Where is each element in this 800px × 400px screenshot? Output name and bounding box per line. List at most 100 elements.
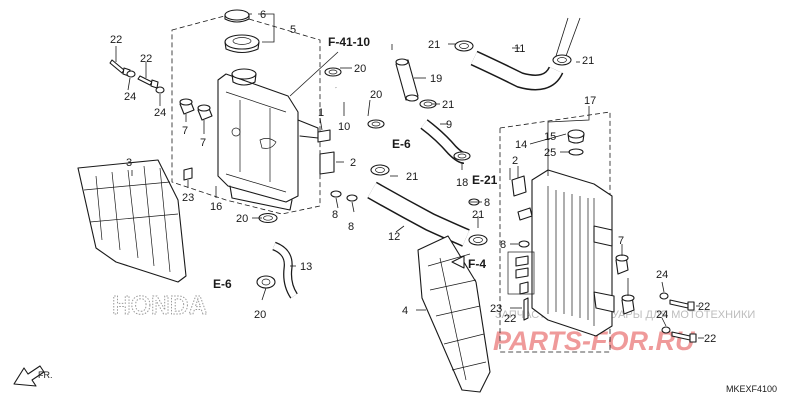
label-7-b: 7 bbox=[200, 137, 206, 149]
ref-e6-upper: E-6 bbox=[392, 137, 411, 151]
label-6: 6 bbox=[260, 9, 266, 21]
reserve-tank-16 bbox=[217, 68, 319, 211]
honda-watermark: HONDA bbox=[112, 290, 208, 320]
label-21-d: 21 bbox=[582, 55, 594, 67]
bolt-22-right-a bbox=[669, 299, 695, 311]
label-15: 15 bbox=[544, 131, 556, 143]
clip-23-a bbox=[515, 255, 529, 267]
ref-f4-box bbox=[507, 251, 535, 295]
clip-21-hose12-top bbox=[370, 164, 390, 176]
label-4: 4 bbox=[402, 305, 408, 317]
side-cover-3 bbox=[77, 159, 187, 283]
clip-20-mid bbox=[367, 119, 385, 129]
washer-8-b bbox=[346, 194, 358, 202]
label-21-c: 21 bbox=[442, 99, 454, 111]
label-7-a: 7 bbox=[182, 125, 188, 137]
label-25: 25 bbox=[544, 147, 556, 159]
label-2-a: 2 bbox=[350, 157, 356, 169]
clip-23-tank bbox=[183, 167, 193, 181]
cap-6 bbox=[224, 9, 250, 23]
ref-e6-lower: E-6 bbox=[213, 277, 232, 291]
label-20-a: 20 bbox=[236, 213, 248, 225]
label-21-b: 21 bbox=[428, 39, 440, 51]
ref-e21: E-21 bbox=[472, 173, 498, 187]
ref-f4-arrow bbox=[451, 255, 465, 269]
clip-20-hose13 bbox=[256, 275, 276, 289]
label-8-b: 8 bbox=[348, 221, 354, 233]
label-24-b: 24 bbox=[154, 107, 166, 119]
label-21-a: 21 bbox=[406, 171, 418, 183]
washer-8-d bbox=[518, 240, 530, 248]
label-11: 11 bbox=[514, 43, 525, 55]
label-16: 16 bbox=[210, 201, 222, 213]
bolt-22-upper-right bbox=[137, 75, 159, 89]
bolt-22-right-b bbox=[671, 331, 697, 343]
radiator-cap-15 bbox=[567, 129, 585, 144]
label-22-c: 22 bbox=[698, 301, 710, 313]
radiator-frame bbox=[499, 111, 611, 353]
label-22-a: 22 bbox=[110, 34, 122, 46]
washer-24-right-a bbox=[659, 292, 669, 300]
lower-shroud-4 bbox=[417, 235, 491, 393]
front-label: FR. bbox=[38, 370, 53, 380]
grommet-7-mid bbox=[197, 104, 213, 121]
ref-f4: F-4 bbox=[468, 257, 486, 271]
washer-8-a bbox=[330, 190, 342, 198]
radiator-17 bbox=[531, 169, 615, 337]
label-13: 13 bbox=[300, 261, 312, 273]
label-22-e: 22 bbox=[504, 313, 516, 325]
ref-f4110: F-41-10 bbox=[328, 35, 370, 49]
reserve-tank-frame bbox=[171, 13, 321, 215]
label-10: 10 bbox=[338, 121, 350, 133]
label-20-c: 20 bbox=[354, 63, 366, 75]
label-22-b: 22 bbox=[140, 53, 152, 65]
label-24-d: 24 bbox=[656, 309, 668, 321]
washer-24-right bbox=[155, 86, 165, 94]
bracket-lower-radiator bbox=[517, 207, 533, 221]
washer-24-left bbox=[126, 70, 136, 78]
grommet-7-left bbox=[179, 98, 195, 115]
label-8-d: 8 bbox=[500, 239, 506, 251]
label-18: 18 bbox=[456, 177, 468, 189]
part-labels: 6 5 22 22 24 24 7 7 3 23 16 20 13 20 20 … bbox=[110, 9, 716, 345]
washer-24-right-b bbox=[661, 326, 671, 334]
label-20-b: 20 bbox=[254, 309, 266, 321]
label-22-d: 22 bbox=[704, 333, 716, 345]
front-arrow bbox=[13, 365, 45, 387]
label-14: 14 bbox=[515, 139, 527, 151]
grommet-7-right-b bbox=[621, 294, 635, 315]
label-8-a: 8 bbox=[332, 209, 338, 221]
label-17: 17 bbox=[584, 95, 596, 107]
bolt-22-bottom bbox=[523, 297, 529, 321]
damper-2-tank bbox=[319, 151, 335, 175]
clip-23-c bbox=[519, 281, 529, 295]
label-23-b: 23 bbox=[490, 303, 502, 315]
label-9: 9 bbox=[446, 119, 452, 131]
tank-cap-5 bbox=[224, 34, 260, 54]
label-5: 5 bbox=[290, 24, 296, 36]
bracket-1 bbox=[317, 129, 331, 143]
label-23-a: 23 bbox=[182, 192, 194, 204]
diagram-code: MKEXF4100 bbox=[726, 384, 777, 394]
label-2-b: 2 bbox=[512, 155, 518, 167]
label-8-c: 8 bbox=[484, 197, 490, 209]
label-3: 3 bbox=[126, 157, 132, 169]
label-20-d: 20 bbox=[370, 89, 382, 101]
clip-23-b bbox=[515, 267, 529, 279]
seal-25 bbox=[568, 148, 584, 156]
label-7-c: 7 bbox=[618, 235, 624, 247]
grommet-7-right-a bbox=[615, 254, 629, 275]
clip-21-hose11-right bbox=[552, 54, 572, 66]
label-19: 19 bbox=[430, 73, 442, 85]
label-24-c: 24 bbox=[656, 269, 668, 281]
pipe-19 bbox=[395, 58, 419, 102]
clip-20-top bbox=[324, 67, 342, 77]
damper-2-radiator bbox=[511, 175, 527, 197]
clip-18 bbox=[453, 151, 471, 161]
label-24-a: 24 bbox=[124, 91, 136, 103]
label-1: 1 bbox=[318, 107, 324, 119]
clip-21-hose11-left bbox=[454, 40, 474, 52]
label-12: 12 bbox=[388, 231, 400, 243]
